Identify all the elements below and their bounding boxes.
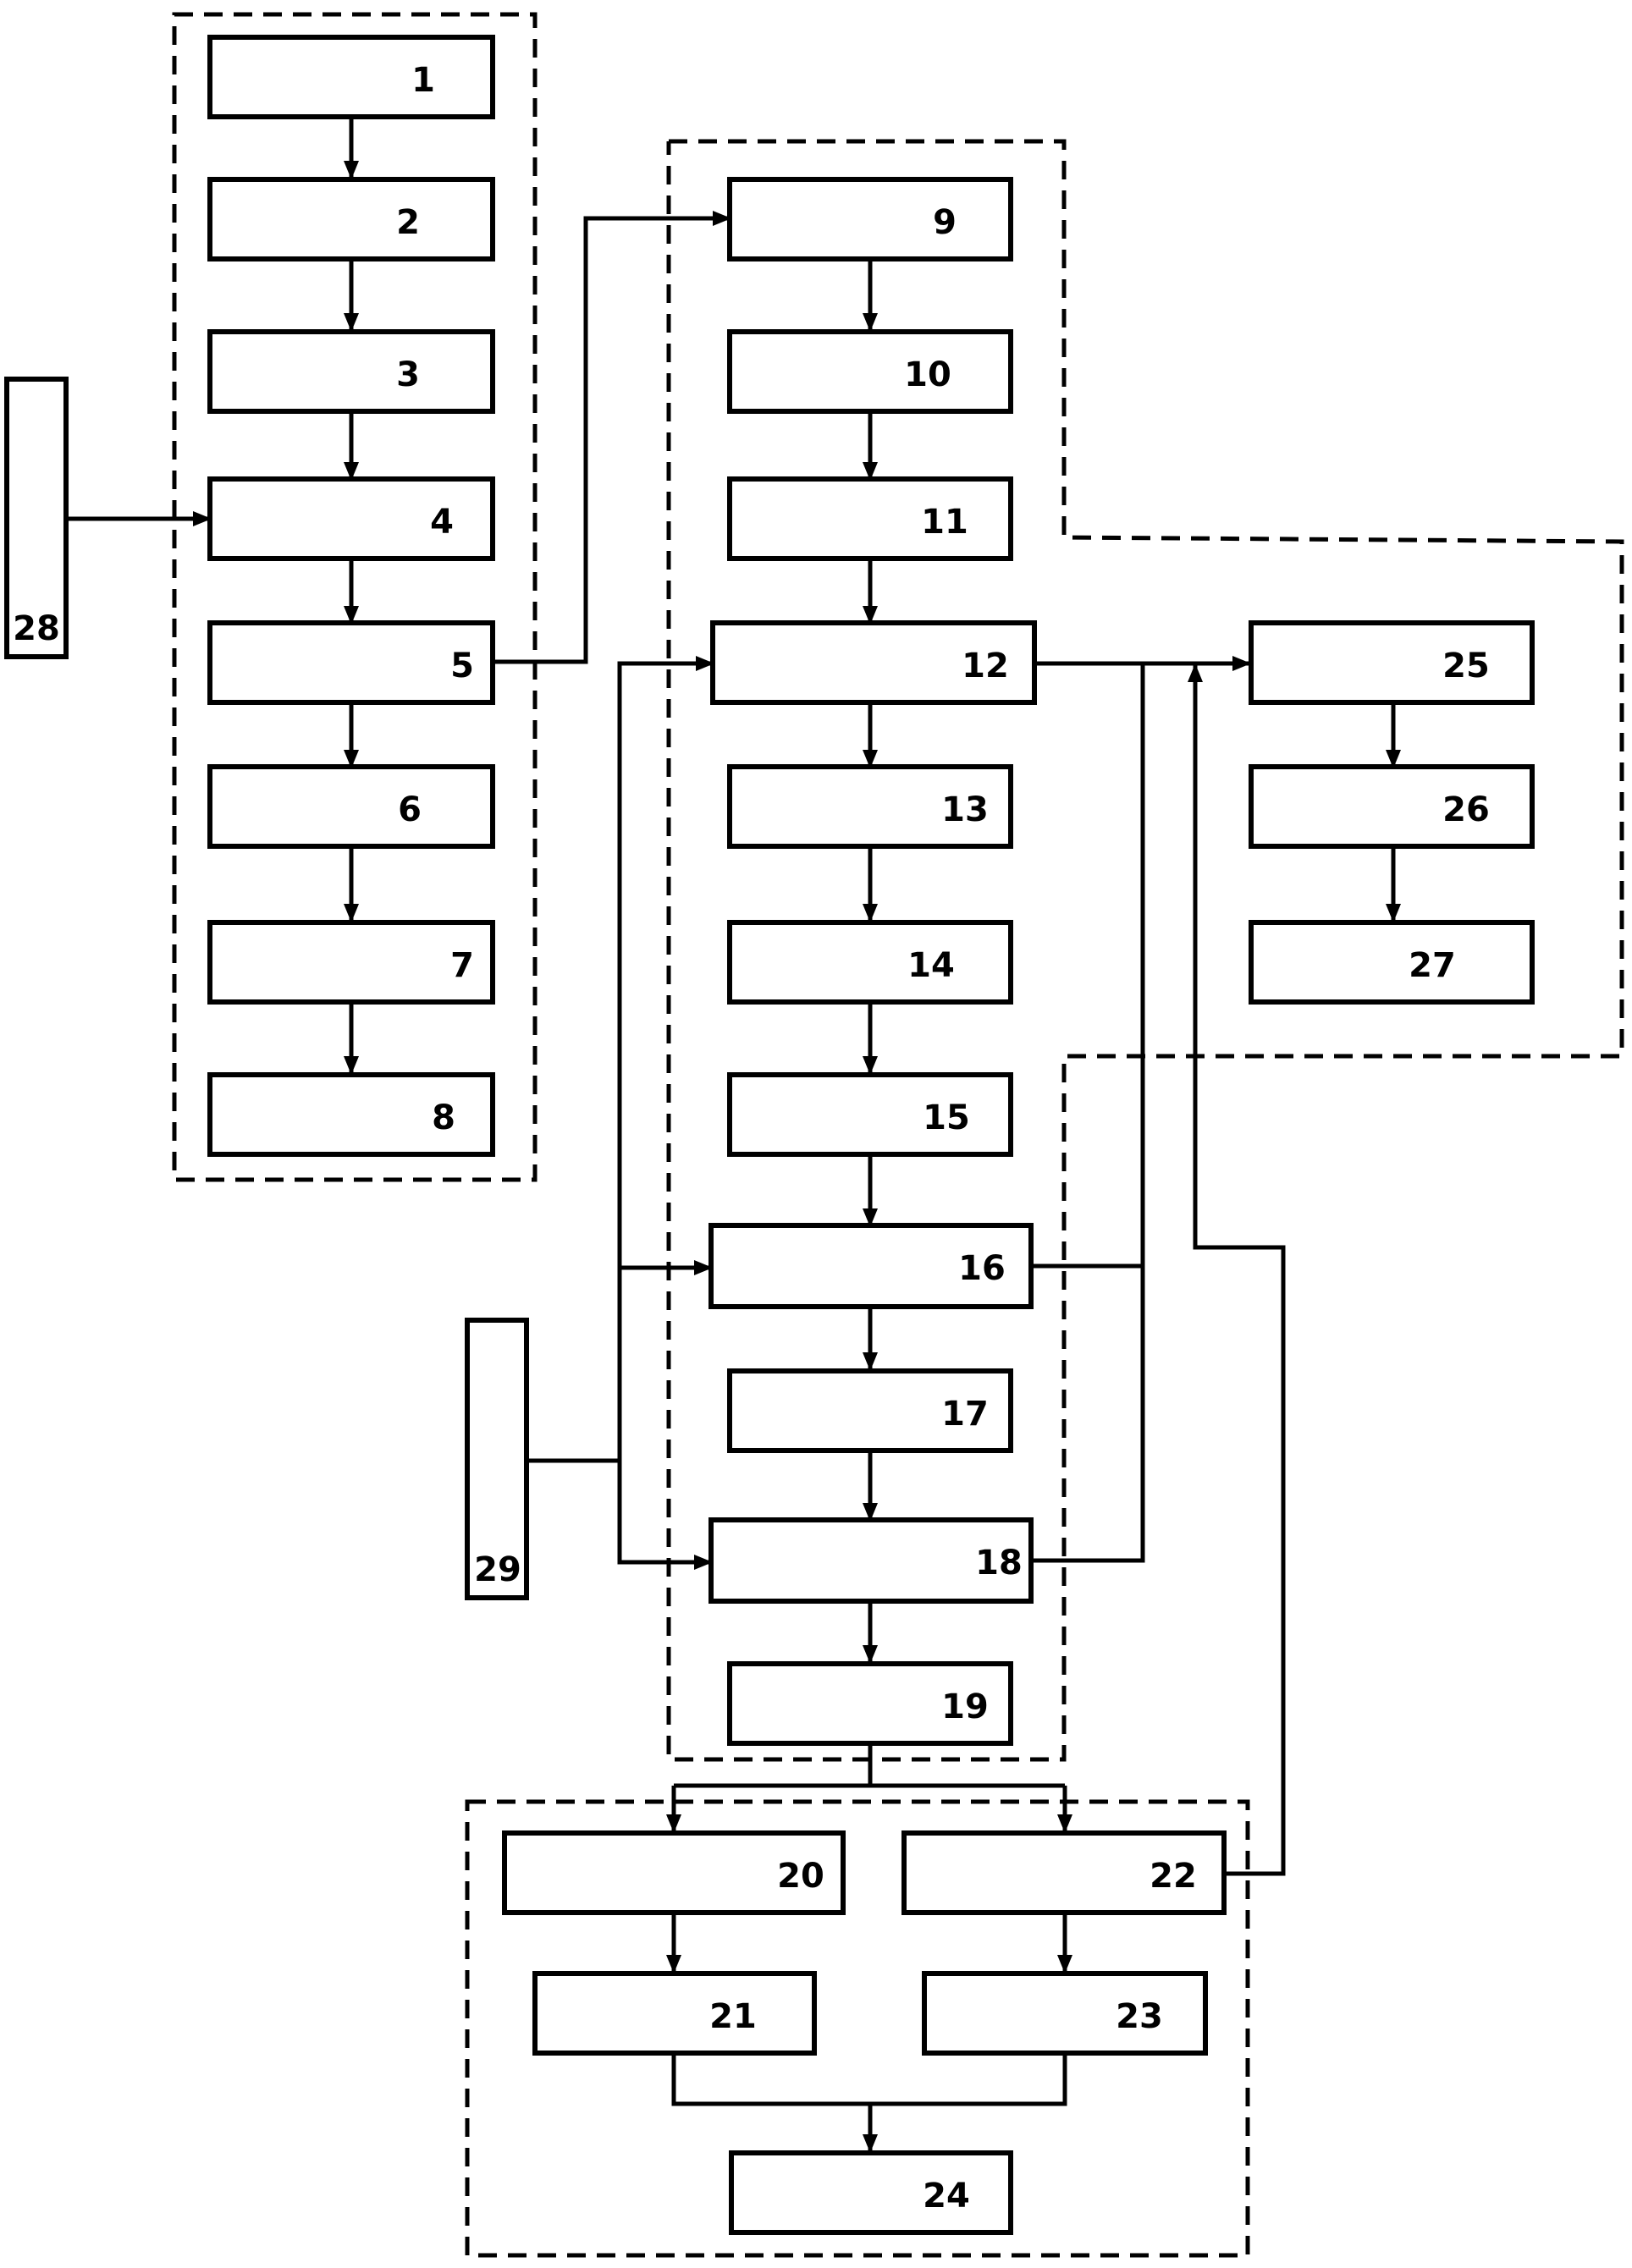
block-7-label: 7 [450, 946, 474, 985]
edge-29-18 [617, 1461, 713, 1570]
block-29-label: 29 [474, 1550, 521, 1589]
block-14-label: 14 [907, 946, 955, 985]
block-17: 17 [727, 1368, 1013, 1453]
block-3: 3 [207, 329, 495, 414]
block-1-label: 1 [411, 61, 435, 100]
block-6-label: 6 [398, 790, 422, 829]
block-14: 14 [727, 920, 1013, 1005]
block-21: 21 [532, 1971, 817, 2056]
block-19-label: 19 [941, 1687, 989, 1726]
edge-29-12 [617, 656, 714, 1461]
block-11: 11 [727, 476, 1013, 561]
block-13: 13 [727, 764, 1013, 849]
block-4-label: 4 [430, 503, 454, 542]
block-5-label: 5 [450, 647, 474, 685]
block-28-label: 28 [13, 609, 60, 648]
block-8: 8 [207, 1072, 495, 1157]
edge-5-9 [493, 211, 731, 664]
edge-22-feedback [1188, 663, 1286, 1876]
block-15-label: 15 [923, 1098, 970, 1137]
block-3-label: 3 [396, 355, 420, 394]
block-20: 20 [502, 1830, 846, 1915]
block-7: 7 [207, 920, 495, 1005]
block-10-label: 10 [904, 355, 951, 394]
connections [68, 117, 1401, 2153]
edge-21-merge [671, 2053, 1067, 2106]
block-2-label: 2 [396, 203, 420, 242]
block-12: 12 [710, 620, 1037, 705]
block-24-label: 24 [923, 2177, 970, 2216]
block-22-label: 22 [1150, 1857, 1197, 1896]
block-15: 15 [727, 1072, 1013, 1157]
block-26: 26 [1249, 764, 1535, 849]
block-22: 22 [901, 1830, 1227, 1915]
block-19: 19 [727, 1661, 1013, 1746]
block-26-label: 26 [1442, 790, 1490, 829]
block-11-label: 11 [921, 503, 968, 542]
block-10: 10 [727, 329, 1013, 414]
block-23: 23 [922, 1971, 1208, 2056]
block-16-label: 16 [958, 1249, 1006, 1288]
block-18: 18 [708, 1517, 1034, 1604]
block-5: 5 [207, 620, 495, 705]
block-27-label: 27 [1409, 946, 1456, 985]
block-23-label: 23 [1116, 1997, 1163, 2036]
edge-18-bus [1031, 663, 1145, 1563]
block-13-label: 13 [941, 790, 989, 829]
block-25: 25 [1249, 620, 1535, 705]
block-16: 16 [708, 1223, 1034, 1309]
block-21-label: 21 [709, 1997, 757, 2036]
block-9: 9 [727, 177, 1013, 261]
block-8-label: 8 [432, 1098, 455, 1137]
block-27: 27 [1249, 920, 1535, 1005]
group-left [172, 12, 538, 1182]
block-29: 29 [465, 1318, 529, 1600]
block-4: 4 [207, 476, 495, 561]
block-17-label: 17 [941, 1395, 989, 1434]
block-18-label: 18 [975, 1544, 1023, 1583]
block-9-label: 9 [933, 203, 957, 242]
block-25-label: 25 [1442, 647, 1490, 685]
group-center [666, 139, 1624, 1762]
group-bottom [465, 1799, 1250, 2258]
block-2: 2 [207, 177, 495, 261]
block-1: 1 [207, 35, 495, 119]
block-20-label: 20 [777, 1857, 824, 1896]
block-24: 24 [729, 2150, 1013, 2235]
block-12-label: 12 [962, 647, 1009, 685]
block-6: 6 [207, 764, 495, 849]
block-28: 28 [4, 377, 69, 659]
